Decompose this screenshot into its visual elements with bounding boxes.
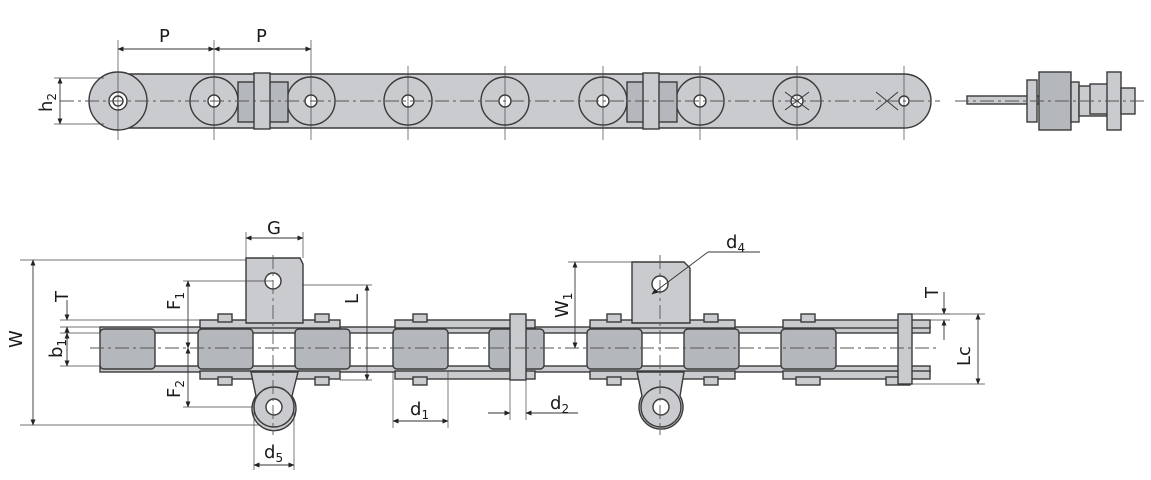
label-d5: d: [264, 442, 275, 463]
label-g: G: [267, 218, 281, 239]
label-t-left: T: [52, 290, 73, 303]
roller: [392, 328, 449, 370]
label-w: W: [6, 330, 27, 348]
chain-plan-view: G d4 W T b1 F1 F2 L: [6, 218, 985, 470]
roller: [99, 328, 156, 370]
roller: [683, 328, 740, 370]
label-w1: W: [552, 300, 573, 318]
svg-text:d5: d5: [264, 442, 283, 465]
roller: [780, 328, 837, 370]
label-p-2: P: [256, 26, 267, 47]
label-b1: b: [46, 347, 67, 358]
label-h2: h: [36, 101, 57, 112]
label-f1: F: [164, 300, 185, 310]
roller: [197, 328, 254, 370]
svg-text:d4: d4: [726, 232, 745, 255]
top-attachment-plate: [245, 257, 304, 324]
svg-text:W1: W1: [552, 293, 575, 318]
svg-text:F2: F2: [164, 380, 187, 398]
label-t-right: T: [922, 286, 943, 299]
svg-text:h2: h2: [36, 93, 59, 112]
chain-side-view: P P h2: [36, 26, 940, 140]
label-p-1: P: [159, 26, 170, 47]
label-f2: F: [164, 388, 185, 398]
svg-text:b1: b1: [46, 339, 69, 358]
roller: [294, 328, 351, 370]
label-l: L: [342, 294, 363, 304]
roller: [586, 328, 643, 370]
label-d2: d: [550, 393, 561, 414]
label-d4: d: [726, 232, 737, 253]
svg-text:F1: F1: [164, 292, 187, 310]
chain-end-view: [955, 71, 1145, 131]
label-d1: d: [410, 399, 421, 420]
svg-text:d2: d2: [550, 393, 569, 416]
svg-text:d1: d1: [410, 399, 429, 422]
label-lc: Lc: [954, 346, 975, 366]
